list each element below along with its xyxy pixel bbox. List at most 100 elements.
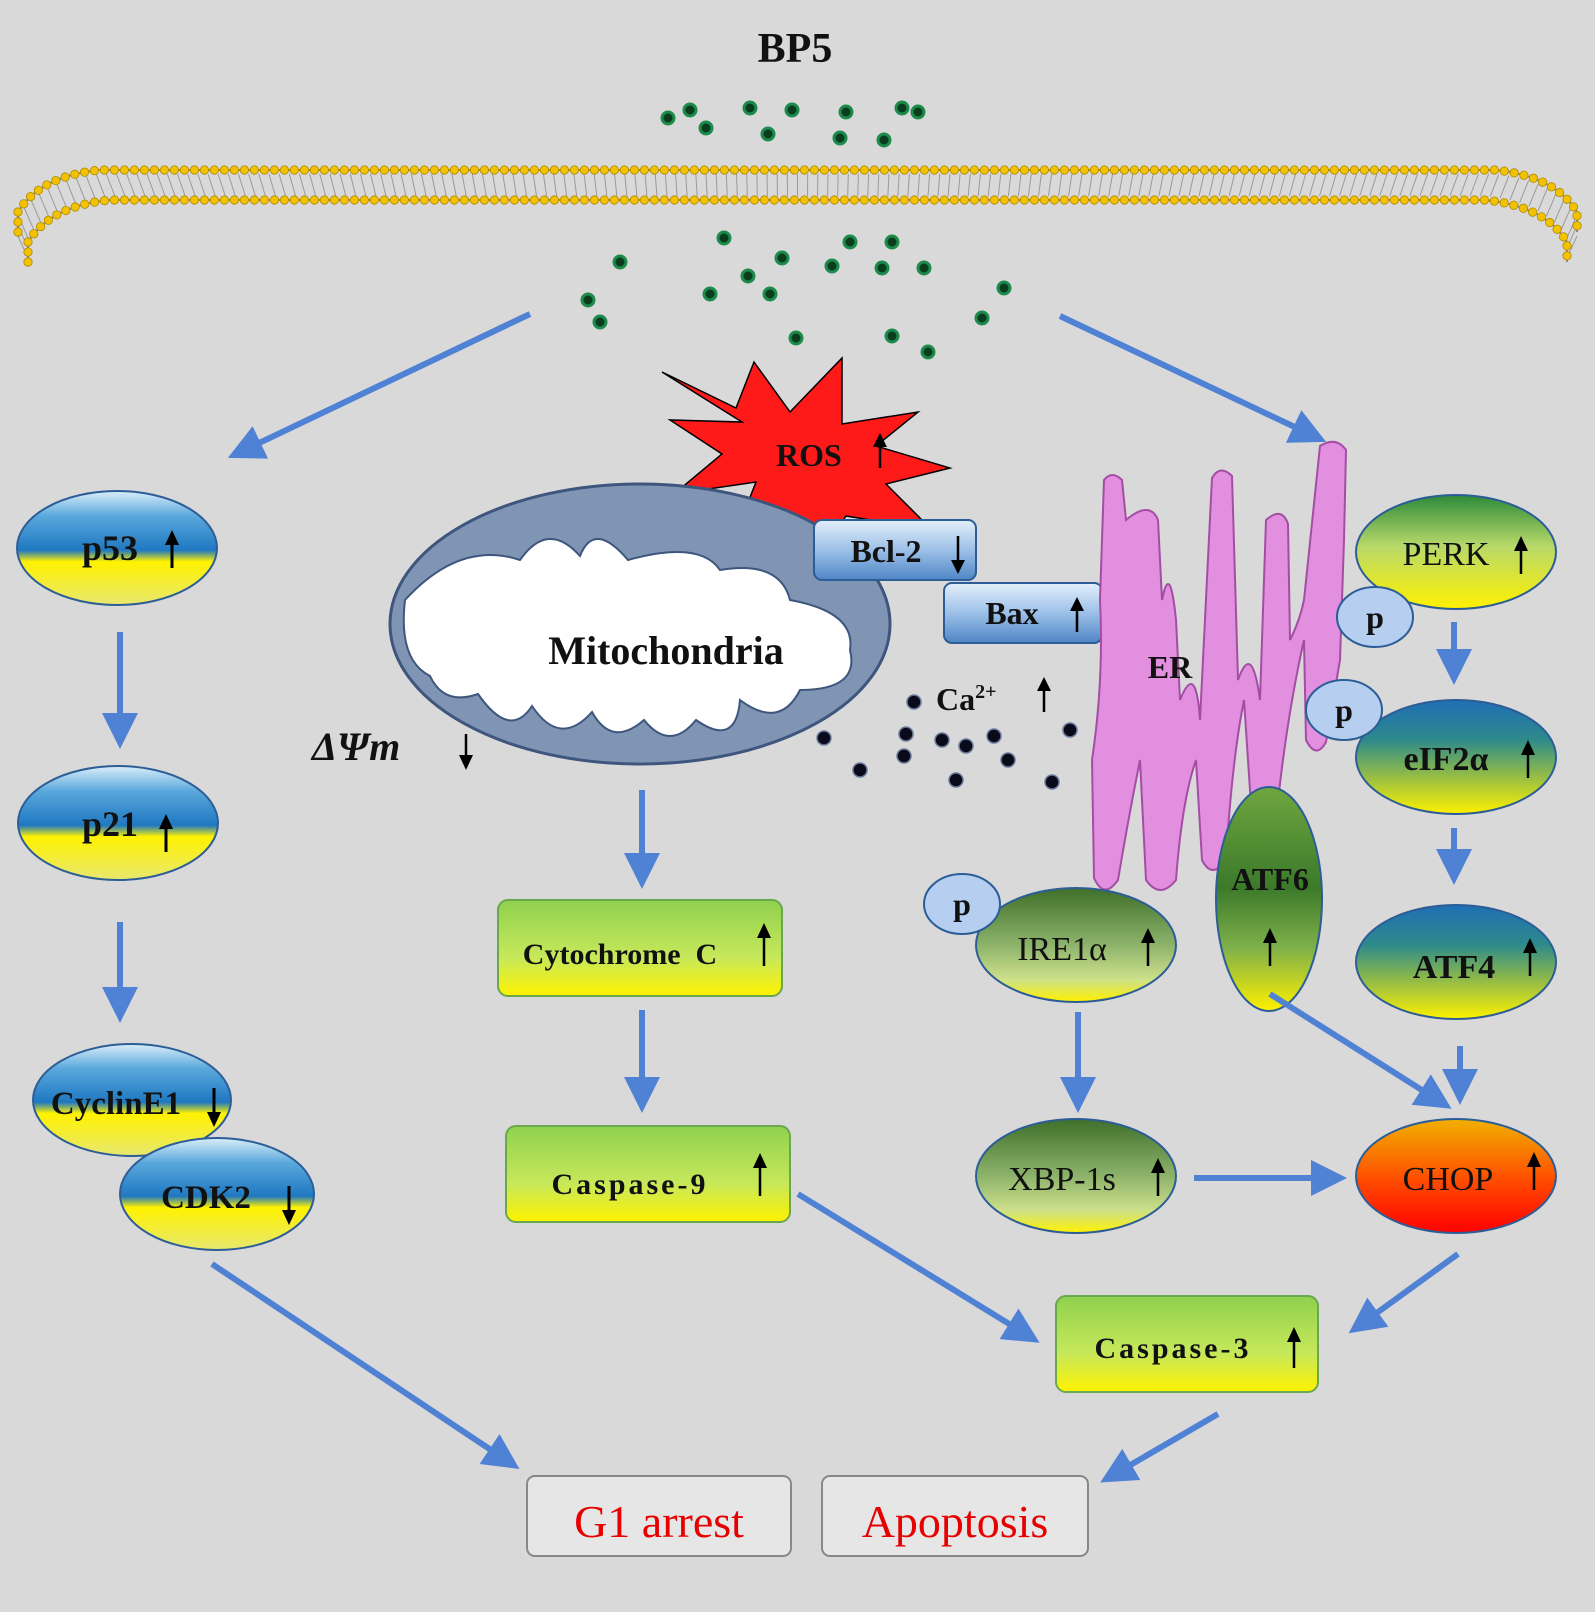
lipid-tail (1168, 173, 1175, 197)
lipid-head (13, 207, 23, 217)
bp5-particle (716, 230, 732, 246)
lipid-head (1319, 165, 1329, 175)
lipid-tail (1058, 173, 1063, 197)
lipid-head (729, 165, 739, 175)
lipid-tail (917, 173, 920, 197)
lipid-head (1239, 165, 1249, 175)
lipid-head (149, 165, 159, 175)
lipid-tail (238, 173, 246, 197)
bp5-particle (832, 130, 848, 146)
lipid-head (1269, 195, 1279, 205)
bp5-particle (996, 280, 1012, 296)
lipid-head (1109, 195, 1119, 205)
lipid-head (749, 195, 759, 205)
lipid-head (89, 197, 100, 207)
membrane-potential: ΔΨm (310, 724, 473, 770)
lipid-head (909, 165, 919, 175)
ire1a-phospho: p (923, 873, 1001, 935)
lipid-tail (227, 173, 236, 197)
lipid-tail (1329, 173, 1337, 197)
lipid-head (829, 165, 839, 175)
ire1a-p-label: p (953, 886, 971, 922)
bp5-particle (884, 234, 900, 250)
lipid-head (319, 165, 329, 175)
lipid-head (1499, 166, 1509, 176)
lipid-head (1518, 203, 1529, 213)
cell-membrane (13, 165, 1582, 267)
lipid-head (1469, 165, 1479, 175)
lipid-head (1562, 194, 1572, 204)
lipid-head (1039, 195, 1049, 205)
atf6-up-arrow-icon (1263, 928, 1277, 966)
lipid-tail (1098, 173, 1103, 197)
lipid-head (1239, 195, 1249, 205)
lipid-head (899, 195, 909, 205)
bp5-particle (762, 286, 778, 302)
lipid-head (699, 195, 709, 205)
lipid-head (929, 165, 939, 175)
lipid-head (1229, 195, 1239, 205)
lipid-head (1459, 195, 1469, 205)
lipid-tail (624, 173, 628, 197)
lipid-head (459, 195, 469, 205)
lipid-head (1019, 165, 1029, 175)
arrow-membrane-to-p53 (227, 311, 532, 459)
lipid-tail (1339, 173, 1347, 197)
lipid-head (469, 165, 479, 175)
lipid-tail (258, 173, 266, 197)
lipid-head (519, 165, 529, 175)
lipid-tail (1459, 173, 1469, 197)
caspase3-label: Caspase-3 (1094, 1332, 1251, 1365)
lipid-tail (1359, 173, 1368, 197)
p21-up-arrow-icon (159, 814, 173, 852)
lipid-head (729, 195, 739, 205)
lipid-head (629, 165, 639, 175)
lipid-head (239, 195, 249, 205)
cytochrome-c-box: Cytochrome C (497, 899, 783, 997)
lipid-head (289, 195, 299, 205)
lipid-head (1169, 195, 1179, 205)
lipid-head (379, 165, 389, 175)
lipid-head (309, 195, 319, 205)
lipid-tail (116, 173, 126, 197)
lipid-head (1099, 165, 1109, 175)
lipid-head (1309, 195, 1319, 205)
lipid-tail (634, 173, 638, 197)
lipid-head (369, 165, 379, 175)
bp5-particle (894, 100, 910, 116)
lipid-head (1289, 195, 1299, 205)
lipid-head (449, 195, 459, 205)
lipid-head (609, 195, 619, 205)
bp5-particle (702, 286, 718, 302)
lipid-head (429, 165, 439, 175)
lipid-tail (907, 173, 910, 197)
lipid-head (1149, 165, 1159, 175)
lipid-head (249, 165, 259, 175)
lipid-tail (867, 173, 870, 197)
lipid-head (1339, 195, 1349, 205)
lipid-tail (1208, 173, 1215, 197)
lipid-tail (1309, 173, 1317, 197)
lipid-head (239, 165, 249, 175)
lipid-head (969, 165, 979, 175)
bp5-particle (592, 314, 608, 330)
bp5-particle (788, 330, 804, 346)
lipid-tail (75, 177, 86, 201)
lipid-head (23, 257, 33, 267)
lipid-head (1069, 195, 1079, 205)
lipid-head (1562, 241, 1572, 251)
lipid-head (1319, 195, 1329, 205)
lipid-tail (268, 173, 276, 197)
lipid-head (1469, 195, 1479, 205)
bp5-particle (842, 234, 858, 250)
lipid-head (379, 195, 389, 205)
lipid-head (349, 165, 359, 175)
lipid-head (139, 165, 149, 175)
lipid-tail (654, 173, 658, 197)
lipid-head (1572, 221, 1582, 231)
bp5-particle (824, 258, 840, 274)
lipid-head (1259, 165, 1269, 175)
lipid-head (919, 165, 929, 175)
lipid-head (209, 195, 219, 205)
lipid-tail (136, 173, 146, 197)
